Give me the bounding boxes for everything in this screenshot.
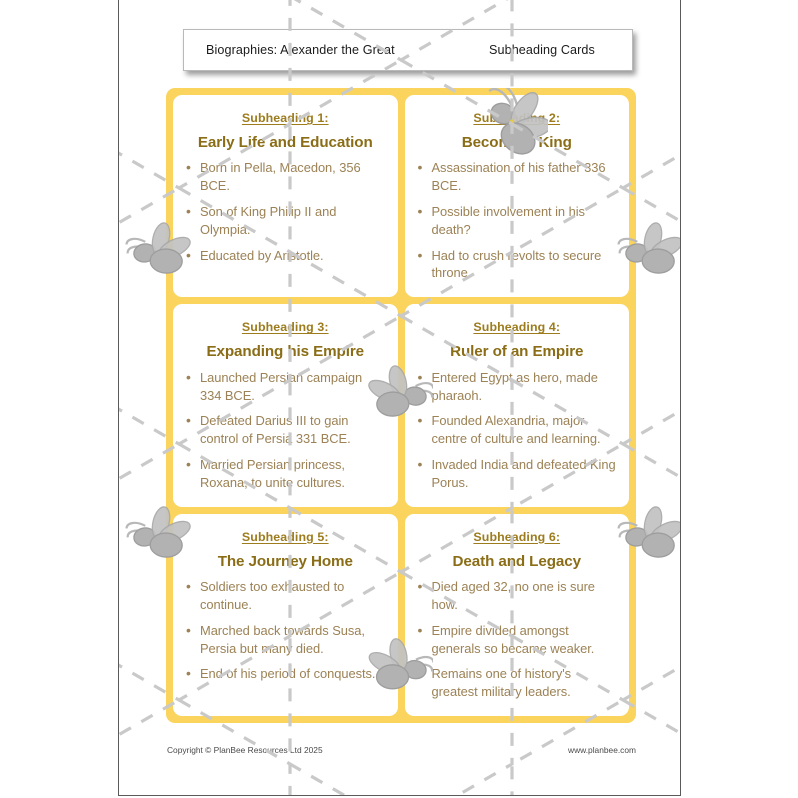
subheading-card-4: Subheading 4: Ruler of an Empire Entered… bbox=[404, 304, 629, 507]
list-item: End of his period of conquests. bbox=[185, 664, 386, 683]
card-1-title: Early Life and Education bbox=[197, 134, 373, 151]
subheading-card-6: Subheading 6: Death and Legacy Died aged… bbox=[404, 513, 629, 716]
card-5-title: The Journey Home bbox=[217, 552, 353, 570]
footer-copyright: Copyright © PlanBee Resources Ltd 2025 bbox=[167, 745, 323, 755]
list-item: Educated by Aristotle. bbox=[185, 246, 386, 265]
list-item: Remains one of history's greatest milita… bbox=[417, 664, 618, 701]
card-1-label: Subheading 1: bbox=[241, 111, 329, 125]
list-item: Married Persian princess, Roxana, to uni… bbox=[185, 455, 386, 492]
subheading-card-1: Subheading 1: Early Life and Education B… bbox=[173, 95, 398, 298]
card-5-bullets: Soldiers too exhausted to continue. Marc… bbox=[185, 577, 386, 683]
card-4-label: Subheading 4: bbox=[473, 320, 561, 335]
card-6-title: Death and Legacy bbox=[452, 552, 581, 570]
list-item: Invaded India and defeated King Porus. bbox=[417, 455, 618, 492]
list-item: Died aged 32, no one is sure how. bbox=[417, 577, 618, 614]
list-item: Assassination of his father 336 BCE. bbox=[417, 158, 618, 195]
list-item: Defeated Darius III to gain control of P… bbox=[185, 411, 386, 448]
footer-website: www.planbee.com bbox=[568, 745, 636, 755]
subheading-card-3: Subheading 3: Expanding his Empire Launc… bbox=[173, 304, 398, 507]
card-1-bullets: Born in Pella, Macedon, 356 BCE. Son of … bbox=[185, 158, 386, 265]
card-3-title: Expanding his Empire bbox=[206, 343, 365, 361]
list-item: Marched back towards Susa, Persia but ma… bbox=[185, 621, 386, 658]
list-item: Possible involvement in his death? bbox=[417, 202, 618, 239]
list-item: Empire divided amongst generals so becam… bbox=[417, 621, 618, 658]
worksheet-page: Biographies: Alexander the Great Subhead… bbox=[118, 0, 681, 796]
card-6-label: Subheading 6: bbox=[473, 529, 561, 544]
card-2-label: Subheading 2: bbox=[473, 111, 561, 125]
card-4-bullets: Entered Egypt as hero, made pharaoh. Fou… bbox=[417, 368, 618, 492]
card-2-title: Becoming King bbox=[461, 134, 572, 151]
list-item: Son of King Philip II and Olympia. bbox=[185, 202, 386, 239]
subheading-card-2: Subheading 2: Becoming King Assassinatio… bbox=[404, 95, 629, 298]
card-3-bullets: Launched Persian campaign 334 BCE. Defea… bbox=[185, 368, 386, 492]
subheading-cards-grid: Subheading 1: Early Life and Education B… bbox=[166, 88, 636, 723]
list-item: Founded Alexandria, major centre of cult… bbox=[417, 411, 618, 448]
header-right-title: Subheading Cards bbox=[489, 43, 595, 57]
list-item: Entered Egypt as hero, made pharaoh. bbox=[417, 368, 618, 405]
card-3-label: Subheading 3: bbox=[241, 320, 329, 335]
header-left-title: Biographies: Alexander the Great bbox=[206, 43, 395, 57]
list-item: Had to crush revolts to secure throne. bbox=[417, 246, 618, 283]
subheading-card-5: Subheading 5: The Journey Home Soldiers … bbox=[173, 513, 398, 716]
list-item: Soldiers too exhausted to continue. bbox=[185, 577, 386, 614]
page-header-bar: Biographies: Alexander the Great Subhead… bbox=[183, 29, 633, 71]
card-2-bullets: Assassination of his father 336 BCE. Pos… bbox=[417, 158, 618, 283]
card-5-label: Subheading 5: bbox=[241, 529, 329, 544]
list-item: Launched Persian campaign 334 BCE. bbox=[185, 368, 386, 405]
list-item: Born in Pella, Macedon, 356 BCE. bbox=[185, 158, 386, 195]
card-4-title: Ruler of an Empire bbox=[450, 343, 584, 361]
card-6-bullets: Died aged 32, no one is sure how. Empire… bbox=[417, 577, 618, 701]
